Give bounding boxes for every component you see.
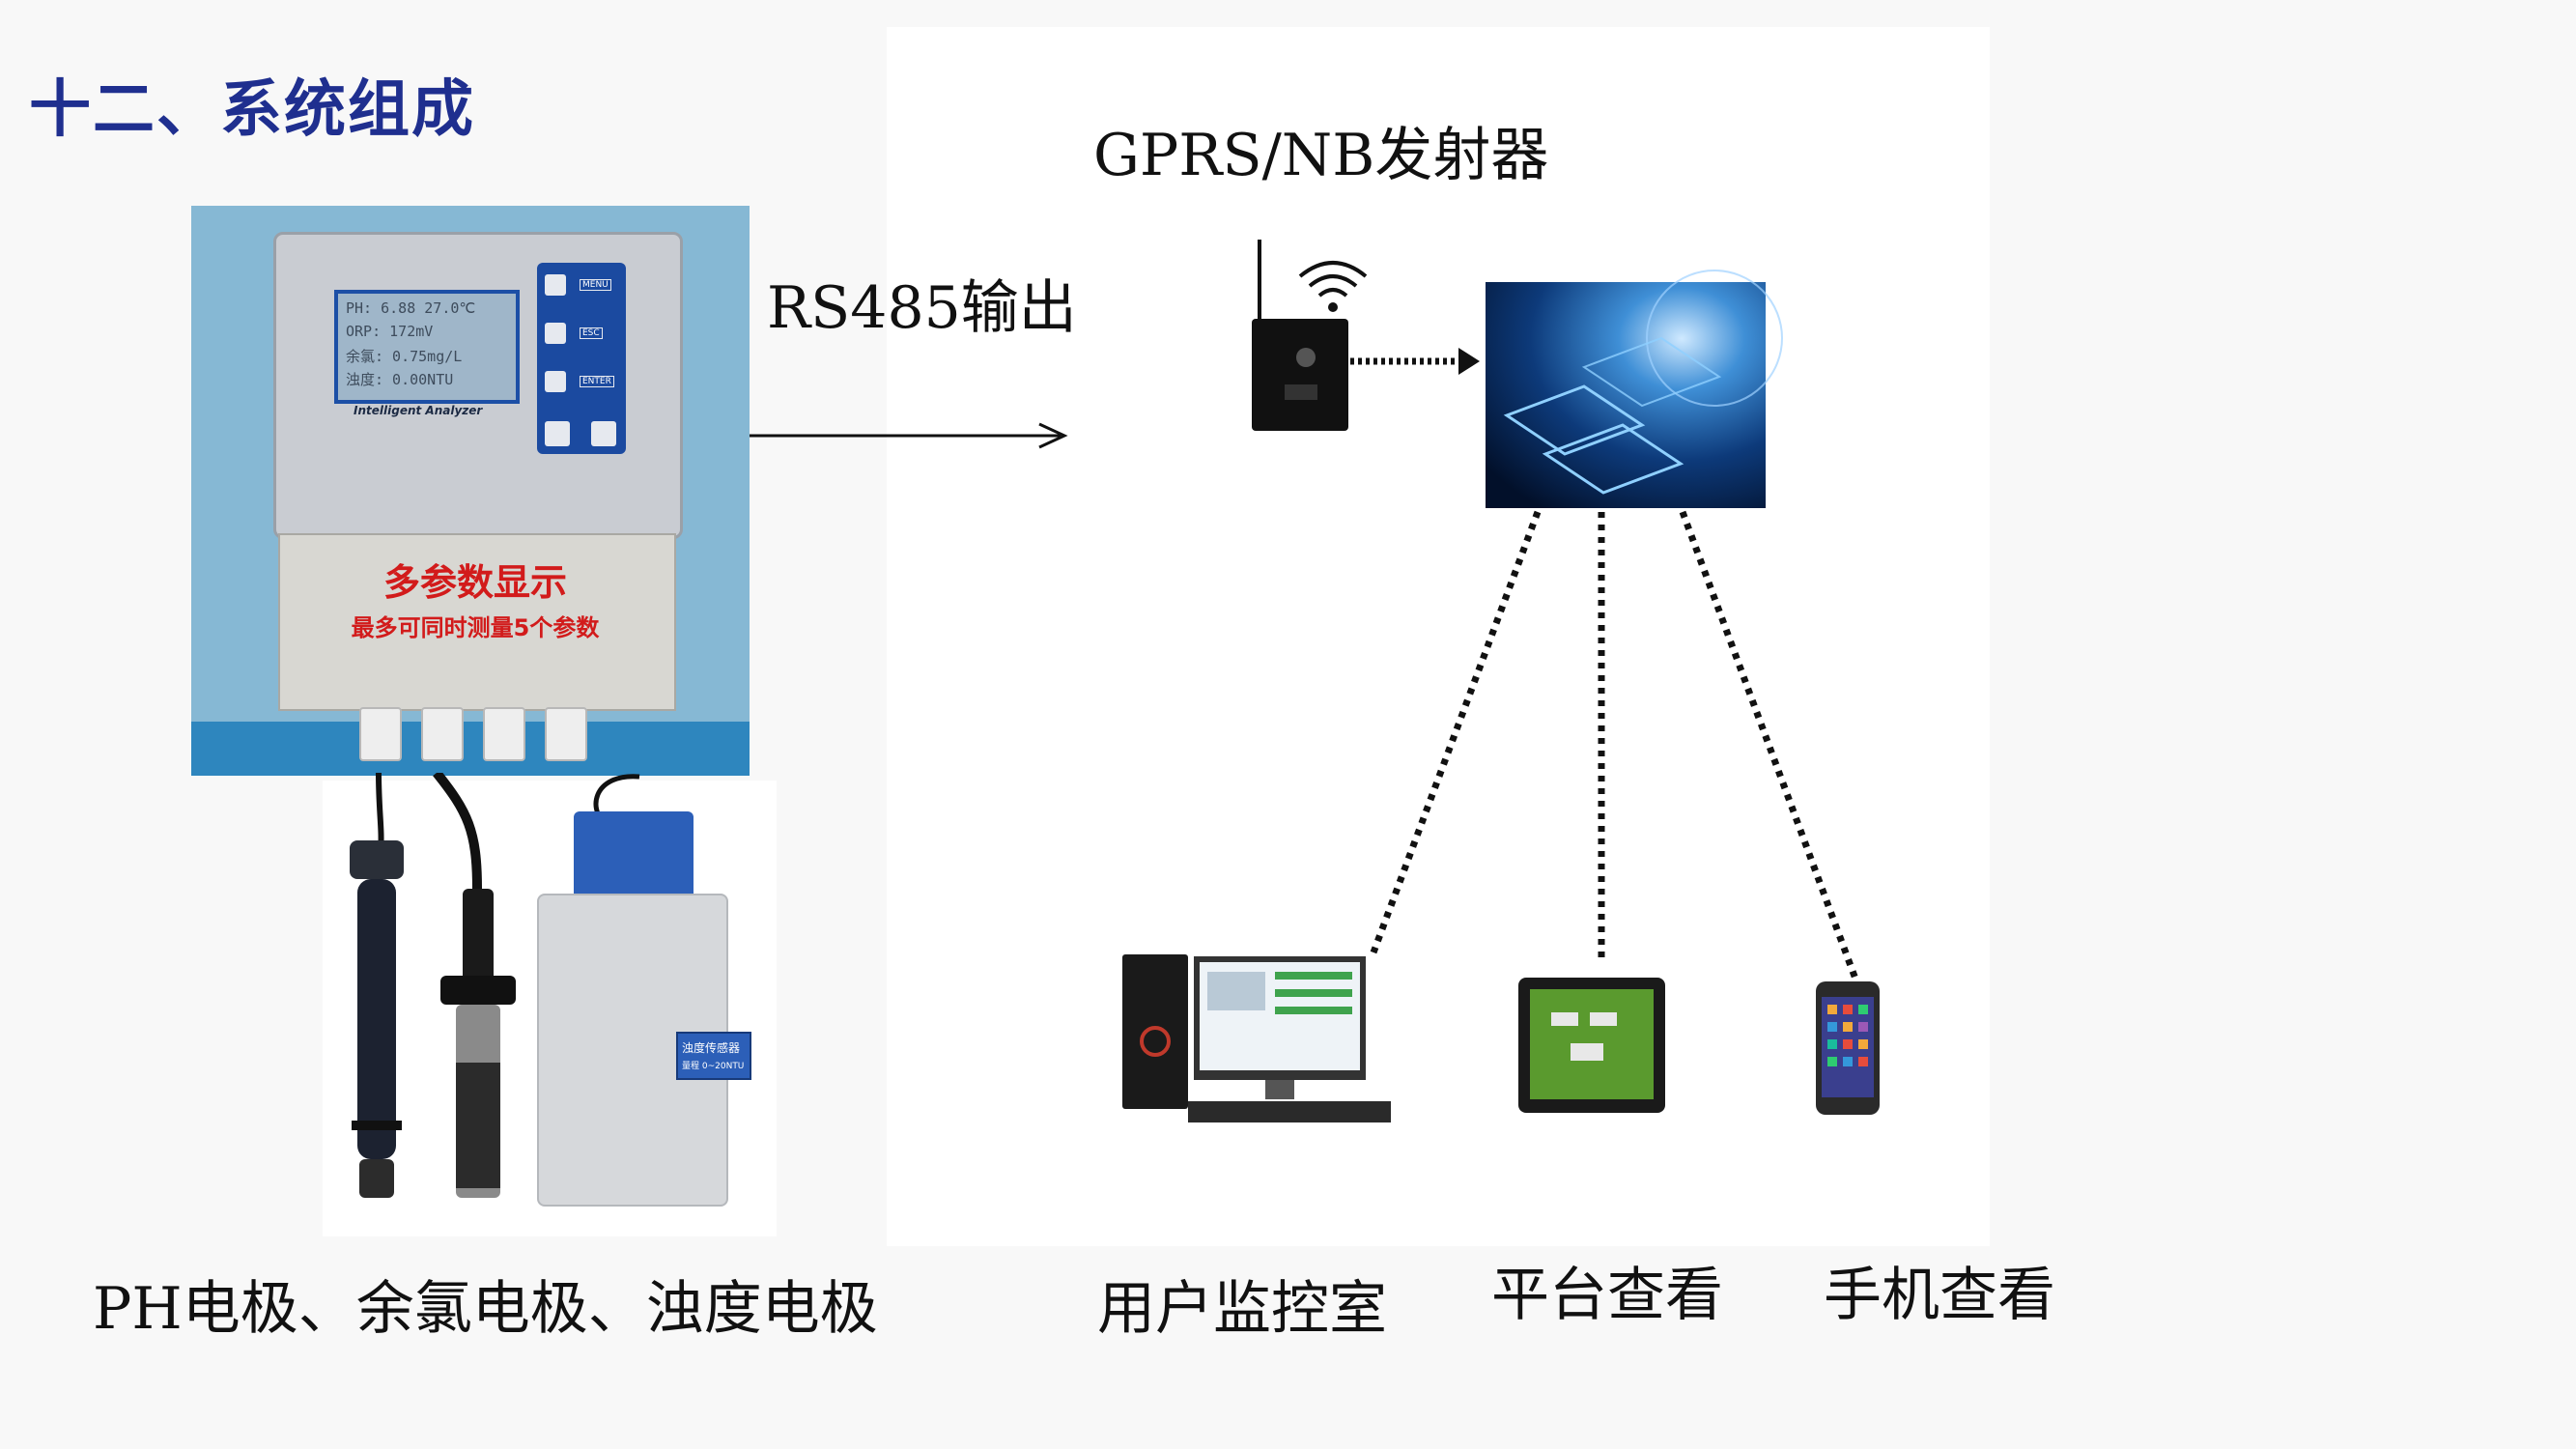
cable-gland (545, 707, 587, 761)
analyzer-panel-main-text: 多参数显示 (382, 561, 567, 604)
platform-connectors (1370, 510, 1860, 983)
diagram-panel (887, 27, 1990, 1246)
analyzer-terminal-box (278, 533, 676, 711)
back-key-icon (545, 323, 566, 344)
transmitter-label: GPRS/NB发射器 (1093, 122, 1549, 189)
desktop-computer (1122, 954, 1391, 1122)
analyzer-panel-sub-text: 最多可同时测量5个参数 (351, 614, 600, 641)
phone-device (1816, 981, 1880, 1115)
analyzer-keypad: MENU ESC ENTER (537, 263, 626, 454)
lcd-line: ORP: 172mV (346, 323, 434, 340)
menu-key-label: MENU (580, 279, 611, 291)
esc-key-label: ESC (580, 327, 603, 339)
phone-view-label: 手机查看 (1824, 1262, 2055, 1329)
analyzer-lcd: PH: 6.88 27.0℃ ORP: 172mV 余氯: 0.75mg/L 浊… (334, 290, 520, 404)
analyzer-brand: Intelligent Analyzer (354, 404, 483, 417)
tablet-device (1518, 978, 1665, 1113)
up-key-icon (545, 421, 570, 446)
lcd-line: 浊度: 0.00NTU (346, 371, 454, 388)
cloud-platform-image (1486, 270, 1783, 508)
electrodes-label: PH电极、余氯电极、浊度电极 (93, 1275, 878, 1343)
monitor-room-label: 用户监控室 (1097, 1275, 1387, 1343)
platform-view-label: 平台查看 (1491, 1262, 1723, 1329)
enter-key-label: ENTER (580, 376, 614, 387)
page-title: 十二、系统组成 (29, 74, 475, 146)
gprs-transmitter (1252, 240, 1368, 431)
rs485-label: RS485输出 (767, 274, 1077, 342)
cable-gland (421, 707, 464, 761)
lcd-line: 余氯: 0.75mg/L (346, 348, 463, 365)
turbidity-label-line: 量程 0~20NTU (682, 1062, 745, 1071)
lcd-line: PH: 6.88 27.0℃ (346, 299, 476, 317)
turbidity-label-line: 浊度传感器 (682, 1041, 741, 1055)
analyzer-photo-strip (191, 722, 750, 776)
cable-gland (483, 707, 525, 761)
check-key-icon (545, 371, 566, 392)
cable-gland (359, 707, 402, 761)
down-key-icon (591, 421, 616, 446)
transmitter-to-platform-arrow (1350, 348, 1480, 375)
turbidity-sensor-label: 浊度传感器 量程 0~20NTU (676, 1032, 751, 1080)
rs485-arrow (750, 422, 1068, 449)
home-key-icon (545, 274, 566, 296)
turbidity-sensor-head (574, 811, 694, 908)
